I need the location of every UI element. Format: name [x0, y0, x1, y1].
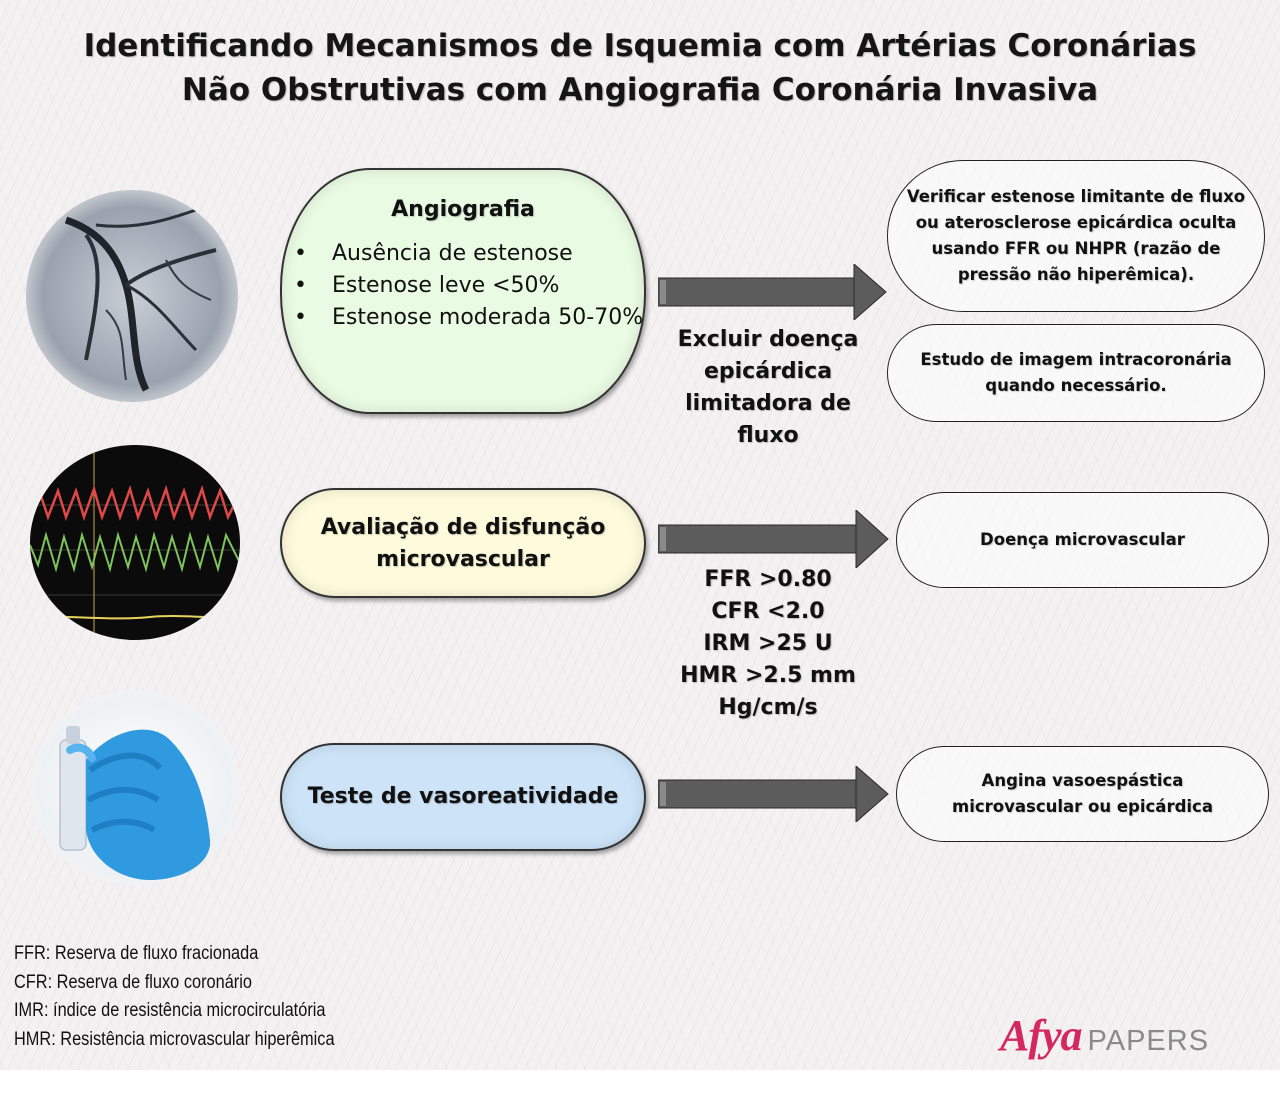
list-item: Estenose leve <50% — [292, 270, 644, 302]
vial-hand-image — [30, 690, 240, 885]
arrow-right-icon — [658, 264, 887, 320]
criteria-line: Hg/cm/s — [718, 695, 818, 720]
criteria-line: CFR <2.0 — [711, 599, 825, 624]
criteria-line: FFR >0.80 — [704, 567, 832, 592]
angiografia-title: Angiografia — [391, 197, 535, 222]
microvascular-title-line-1: Avaliação de disfunção — [320, 515, 606, 540]
criteria-label: FFR >0.80 CFR <2.0 IRM >25 U HMR >2.5 mm… — [668, 564, 868, 724]
outcome-doenca-text: Doença microvascular — [980, 530, 1185, 549]
title-line-1: Identificando Mecanismos de Isquemia com… — [83, 28, 1197, 64]
arrow-right-icon — [658, 510, 889, 568]
glossary-item: CFR: Reserva de fluxo coronário — [14, 971, 252, 993]
excluir-line: epicárdica — [703, 359, 833, 384]
glossary: FFR: Reserva de fluxo fracionada CFR: Re… — [14, 940, 496, 1054]
list-item: Ausência de estenose — [292, 238, 644, 270]
list-item: Estenose moderada 50-70% — [292, 302, 644, 334]
page-title: Identificando Mecanismos de Isquemia com… — [0, 24, 1280, 112]
outcome-imagem: Estudo de imagem intracoronária quando n… — [887, 324, 1265, 422]
angiografia-box: Angiografia Ausência de estenose Estenos… — [280, 168, 646, 414]
microvascular-title-line-2: microvascular — [376, 547, 550, 572]
criteria-line: IRM >25 U — [703, 631, 833, 656]
title-line-2: Não Obstrutivas com Angiografia Coronári… — [181, 72, 1099, 108]
arrow-right-icon — [658, 766, 889, 822]
outcome-angina-text: Angina vasoespástica microvascular ou ep… — [952, 771, 1213, 816]
afya-papers-logo: Afya PAPERS — [1000, 1010, 1240, 1060]
logo-brand: Afya — [1000, 1011, 1083, 1060]
excluir-line: fluxo — [737, 423, 799, 448]
logo-suffix: PAPERS — [1087, 1025, 1210, 1057]
angiography-image — [26, 190, 238, 402]
outcome-angina: Angina vasoespástica microvascular ou ep… — [896, 746, 1269, 842]
outcome-imagem-text: Estudo de imagem intracoronária quando n… — [920, 350, 1232, 395]
vasoreatividade-box: Teste de vasoreatividade — [280, 743, 646, 851]
microvascular-box: Avaliação de disfunção microvascular — [280, 488, 646, 598]
monitor-image — [30, 445, 240, 640]
footer-strip — [0, 1070, 1280, 1098]
vasoreatividade-title: Teste de vasoreatividade — [307, 784, 619, 809]
outcome-verificar: Verificar estenose limitante de fluxo ou… — [887, 160, 1265, 312]
glossary-item: FFR: Reserva de fluxo fracionada — [14, 943, 259, 964]
outcome-doenca-microvascular: Doença microvascular — [896, 492, 1269, 588]
excluir-label: Excluir doença epicárdica limitadora de … — [668, 324, 868, 452]
glossary-item: IMR: índice de resistência microcirculat… — [14, 1000, 326, 1021]
excluir-line: Excluir doença — [677, 327, 859, 352]
criteria-line: HMR >2.5 mm — [680, 663, 856, 688]
angiografia-bullets: Ausência de estenose Estenose leve <50% … — [292, 238, 644, 334]
outcome-verificar-text: Verificar estenose limitante de fluxo ou… — [906, 187, 1246, 284]
microvascular-title: Avaliação de disfunção microvascular — [282, 512, 644, 576]
glossary-item: HMR: Resistência microvascular hiperêmic… — [14, 1028, 335, 1050]
excluir-line: limitadora de — [685, 391, 851, 416]
